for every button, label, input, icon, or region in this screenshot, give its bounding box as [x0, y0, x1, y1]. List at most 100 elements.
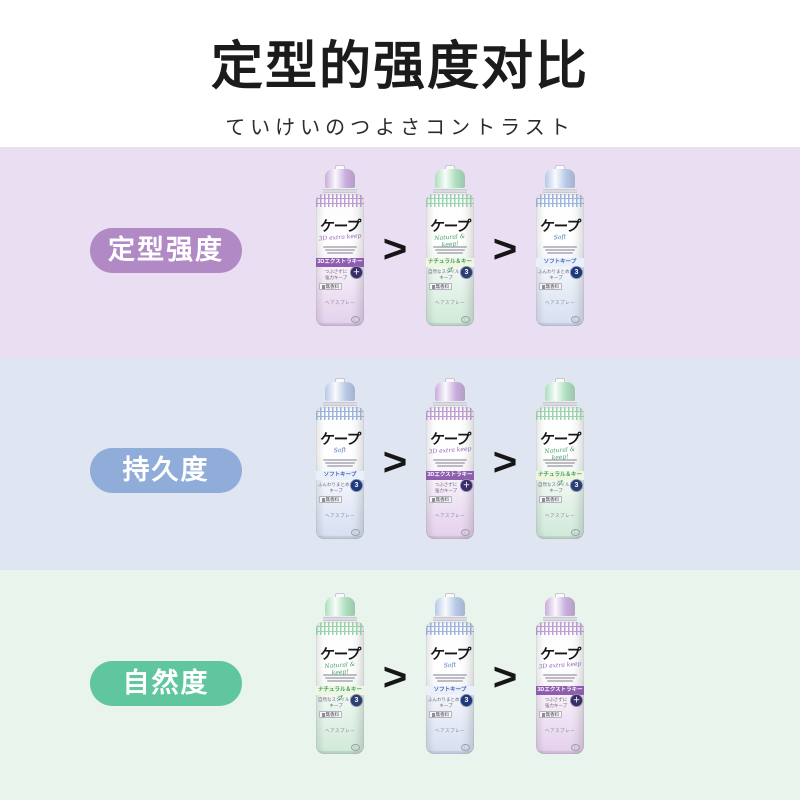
fragrance-free-label: 無香料 [545, 284, 560, 289]
fine-print-line [437, 680, 463, 682]
catch-copy-line: ふんわりまとめて [538, 269, 574, 274]
product-name-band: ナチュラル＆キープ [426, 258, 474, 274]
fragrance-free-chip: 無香料 [319, 283, 342, 290]
stripe-pattern [426, 194, 474, 207]
can-neck-rings [433, 401, 467, 407]
chip-marker [541, 712, 545, 717]
fine-print-line [435, 677, 465, 679]
catch-copy: つぶさずに強力キープ [316, 269, 356, 280]
chip-marker [431, 284, 435, 289]
keep-badge-icon: 3 [460, 266, 473, 279]
catch-copy-line: 強力キープ [544, 702, 568, 708]
fine-print-line [323, 459, 357, 461]
kao-moon-logo-icon: ☾ [571, 529, 580, 536]
catch-copy: 自然なスタイルをキープ [536, 482, 576, 493]
hairspray-label: ヘアスプレー [325, 728, 355, 733]
fine-print-line [327, 680, 353, 682]
can-cap [545, 593, 575, 616]
can-neck-rings [323, 616, 357, 622]
fragrance-free-chip: 無香料 [539, 283, 562, 290]
fragrance-free-chip: 無香料 [429, 283, 452, 290]
can-neck-rings [433, 616, 467, 622]
catch-copy-line: キープ [329, 487, 343, 493]
can-cap [435, 165, 465, 188]
kao-moon-logo-icon: ☾ [351, 316, 360, 323]
catch-copy-line: キープ [549, 487, 563, 493]
fine-print-line [545, 677, 575, 679]
product-name-band: ソフトキープ [426, 686, 474, 695]
fine-print-line [433, 674, 467, 676]
catch-copy: ふんわりまとめてキープ [316, 482, 356, 493]
catch-copy-line: 自然なスタイルを [428, 269, 464, 274]
chip-marker [541, 284, 545, 289]
chip-marker [321, 712, 325, 717]
kao-moon-logo-icon: ☾ [461, 529, 470, 536]
fragrance-free-label: 無香料 [545, 712, 560, 717]
spray-nozzle [335, 593, 345, 604]
catch-copy: 自然なスタイルをキープ [316, 697, 356, 708]
can-neck-rings [543, 401, 577, 407]
product-name-band: ソフトキープ [316, 471, 364, 480]
fine-print-line [545, 462, 575, 464]
product-name-band: ナチュラル＆キープ [536, 471, 584, 487]
can-cap [325, 593, 355, 616]
page-title: 定型的强度对比 [210, 38, 589, 96]
spray-nozzle [445, 378, 455, 389]
spray-nozzle [555, 593, 565, 604]
hairspray-label: ヘアスプレー [325, 300, 355, 305]
greater-than-symbol: > [382, 226, 408, 271]
can-neck-rings [323, 188, 357, 194]
page-subtitle: ていけいのつよさコントラスト [225, 117, 575, 139]
keep-badge-icon: 3 [350, 479, 363, 492]
fine-print-line [325, 677, 355, 679]
fragrance-free-label: 無香料 [435, 284, 450, 289]
fine-print-line [545, 249, 575, 251]
fine-print-lines [426, 246, 474, 255]
fragrance-free-label: 無香料 [435, 712, 450, 717]
fine-print-lines [426, 674, 474, 683]
fine-print-line [435, 462, 465, 464]
stripe-pattern [536, 407, 584, 420]
product-name-band: 3Dエクストラキープ [536, 686, 584, 702]
fragrance-free-label: 無香料 [325, 284, 340, 289]
keep-badge-icon: ＋ [350, 266, 363, 279]
fine-print-line [433, 459, 467, 461]
hairspray-label: ヘアスプレー [435, 513, 465, 518]
fine-print-line [547, 252, 573, 254]
stripe-pattern [426, 407, 474, 420]
catch-copy-line: 自然なスタイルを [538, 482, 574, 487]
fine-print-line [435, 249, 465, 251]
spray-nozzle [335, 165, 345, 176]
can-cap [325, 165, 355, 188]
stripe-pattern [316, 407, 364, 420]
fragrance-free-chip: 無香料 [539, 496, 562, 503]
fine-print-lines [316, 674, 364, 683]
chip-marker [321, 284, 325, 289]
chip-marker [431, 712, 435, 717]
greater-than-symbol: > [492, 654, 518, 699]
fine-print-line [543, 246, 577, 248]
catch-copy: ふんわりまとめてキープ [426, 697, 466, 708]
kao-moon-logo-icon: ☾ [571, 316, 580, 323]
can-cap [435, 378, 465, 401]
chip-marker [321, 497, 325, 502]
fine-print-lines [316, 246, 364, 255]
spray-nozzle [555, 378, 565, 389]
catch-copy-line: キープ [439, 274, 453, 280]
stripe-pattern [536, 622, 584, 635]
